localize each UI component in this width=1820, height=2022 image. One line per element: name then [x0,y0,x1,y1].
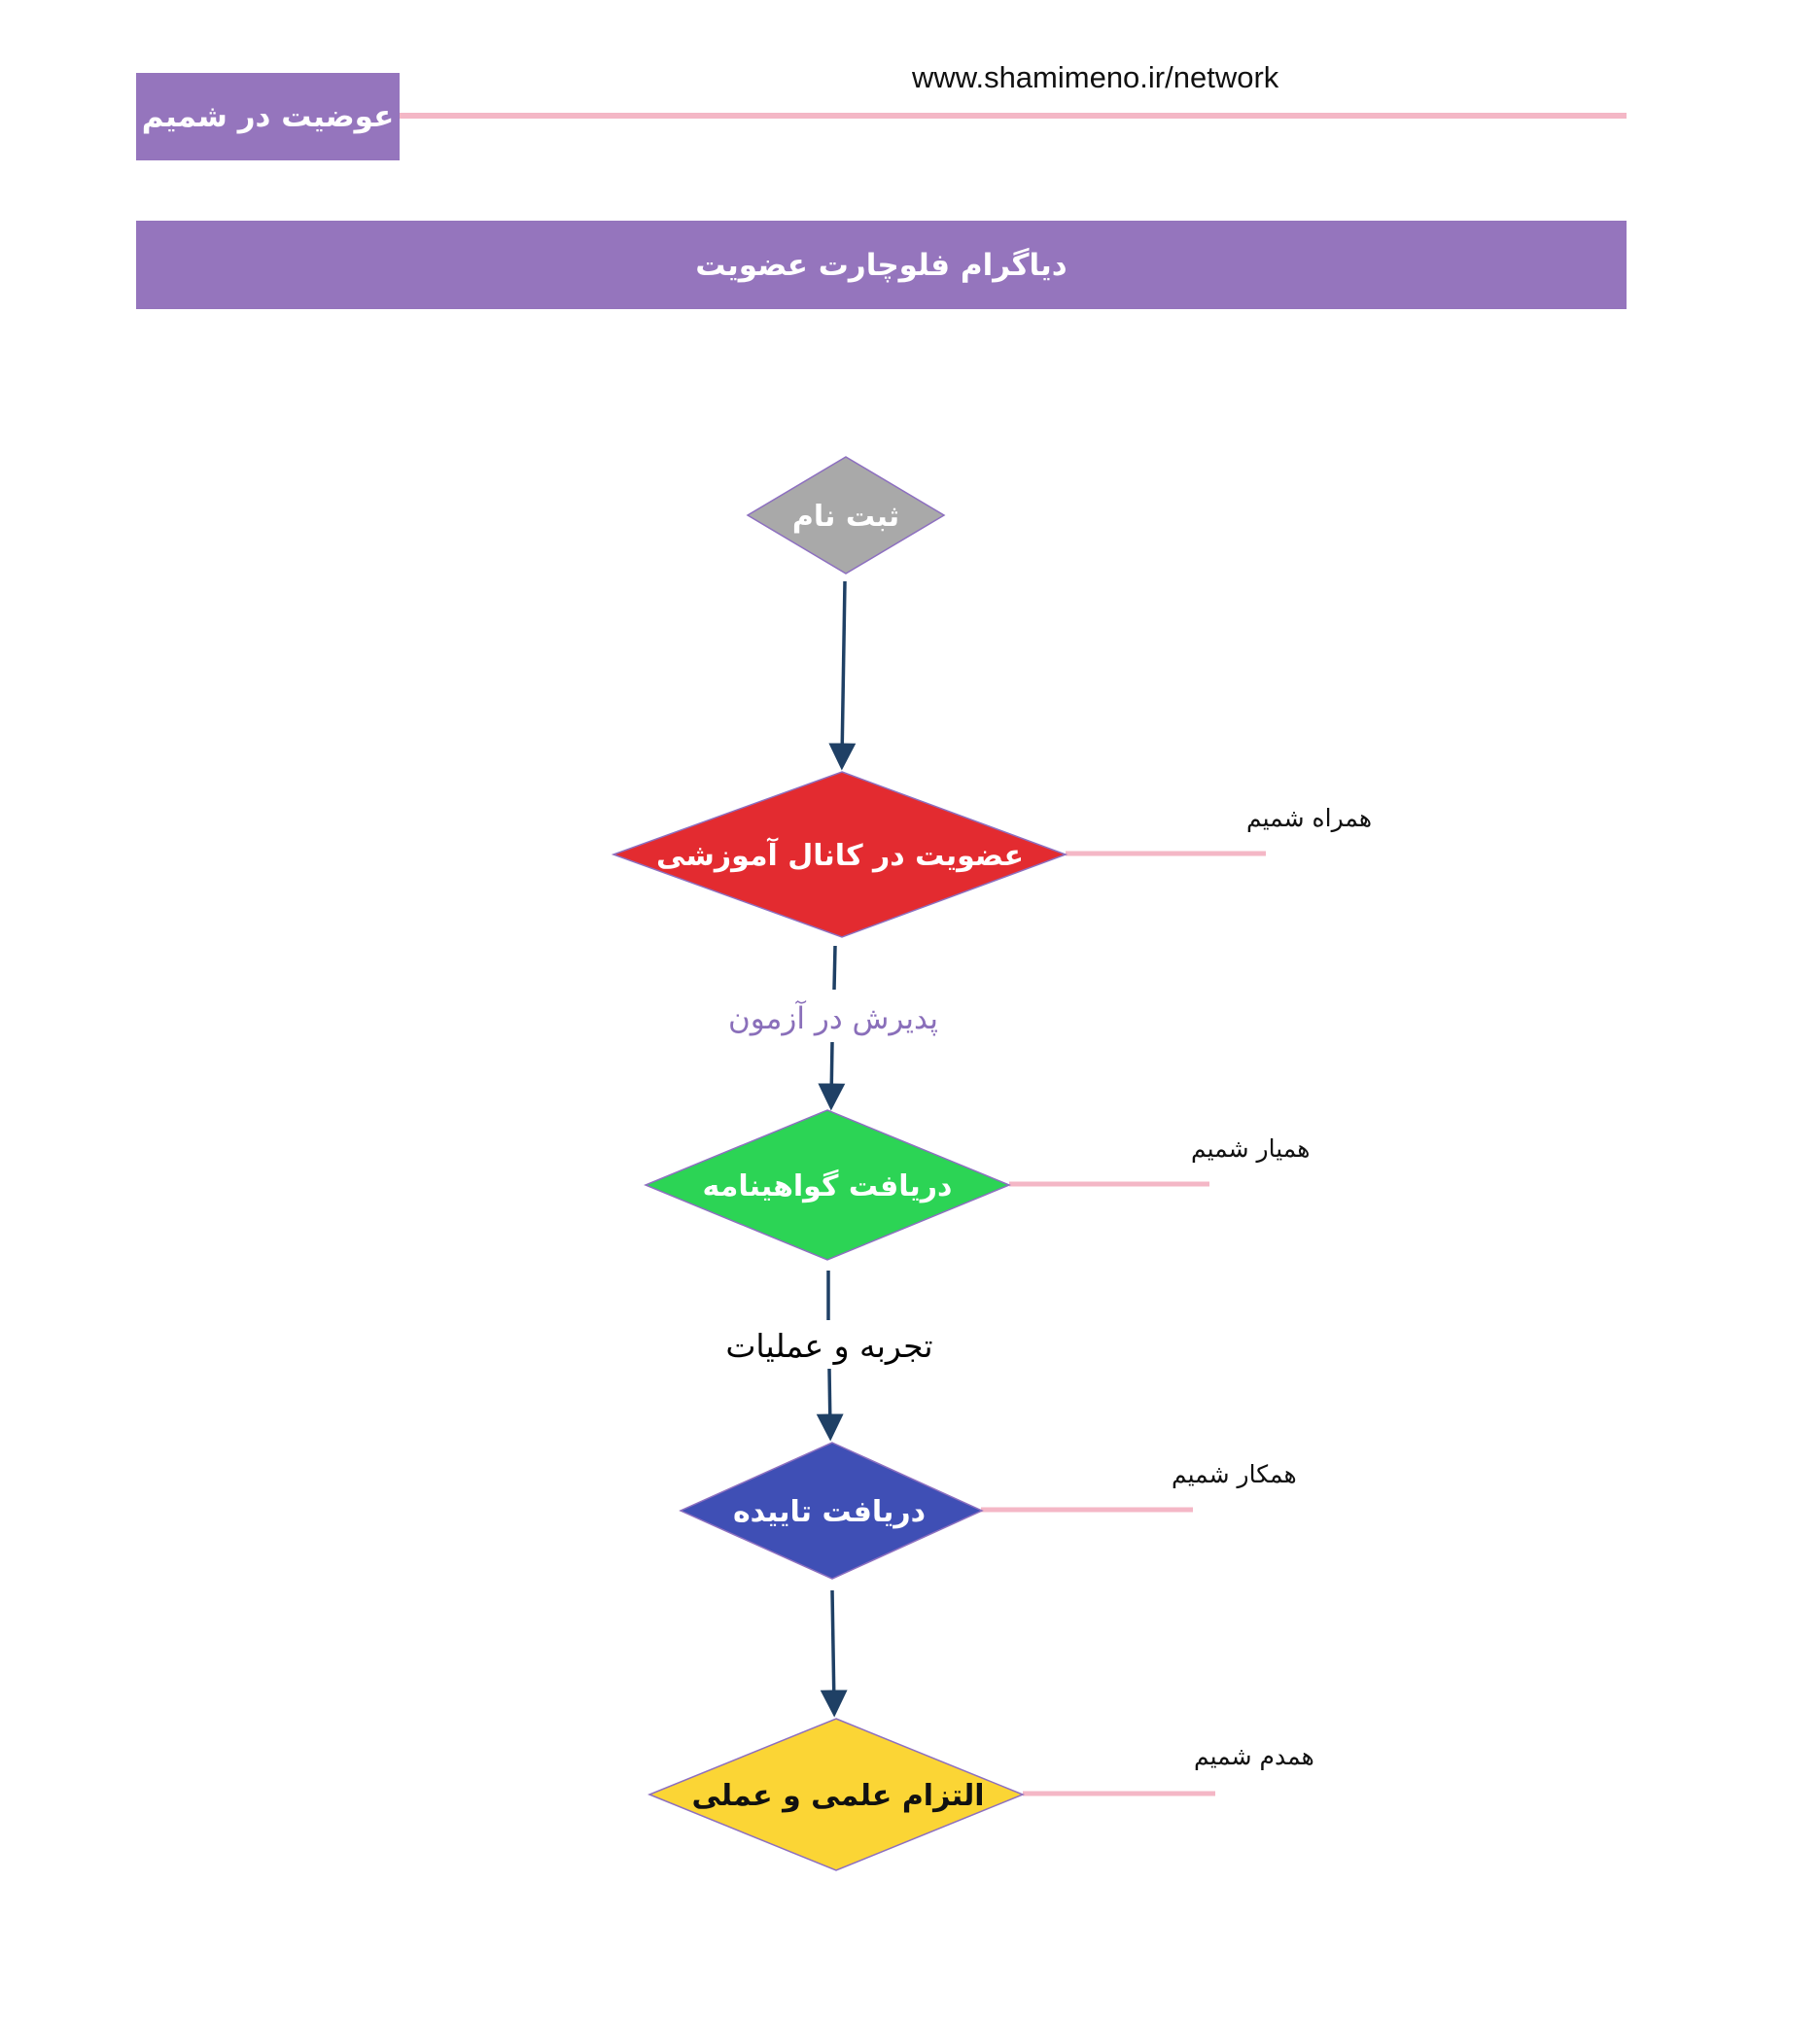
edge-label-experience: تجربه و عملیات [725,1327,932,1365]
node-certificate: دریافت گواهینامه همیار شمیم [644,1109,1310,1261]
node-commitment-label: التزام علمی و عملی [691,1779,984,1813]
edge-channel-to-certificate: پدیرش در آزمون [728,945,938,1111]
node-channel: عضویت در کانال آموزشی همراه شمیم [611,771,1372,938]
header-url[interactable]: www.shamimeno.ir/network [912,60,1279,94]
edge-register-to-channel [828,580,857,771]
edge-label-exam-admission: پدیرش در آزمون [728,999,938,1036]
role-label-channel: همراه شمیم [1246,804,1372,833]
node-approval: دریافت تاییده همکار شمیم [679,1442,1297,1580]
page-title-banner: دیاگرام فلوچارت عضویت [136,221,1627,309]
header-badge: عوضیت در شمیم [136,73,400,160]
role-label-certificate: همیار شمیم [1191,1134,1310,1164]
role-label-commitment: همدم شمیم [1194,1742,1314,1770]
node-register-label: ثبت نام [792,500,899,534]
edge-certificate-to-approval: تجربه و عملیات [725,1271,933,1442]
node-register: ثبت نام [746,456,946,575]
edge-approval-to-commitment [820,1589,848,1718]
role-label-approval: همکار شمیم [1172,1460,1297,1489]
node-certificate-label: دریافت گواهینامه [703,1168,953,1203]
node-approval-label: دریافت تاییده [733,1495,926,1529]
header-divider-line [400,113,1627,119]
node-channel-label: عضویت در کانال آموزشی [656,837,1024,873]
node-commitment: التزام علمی و عملی همدم شمیم [648,1718,1314,1871]
